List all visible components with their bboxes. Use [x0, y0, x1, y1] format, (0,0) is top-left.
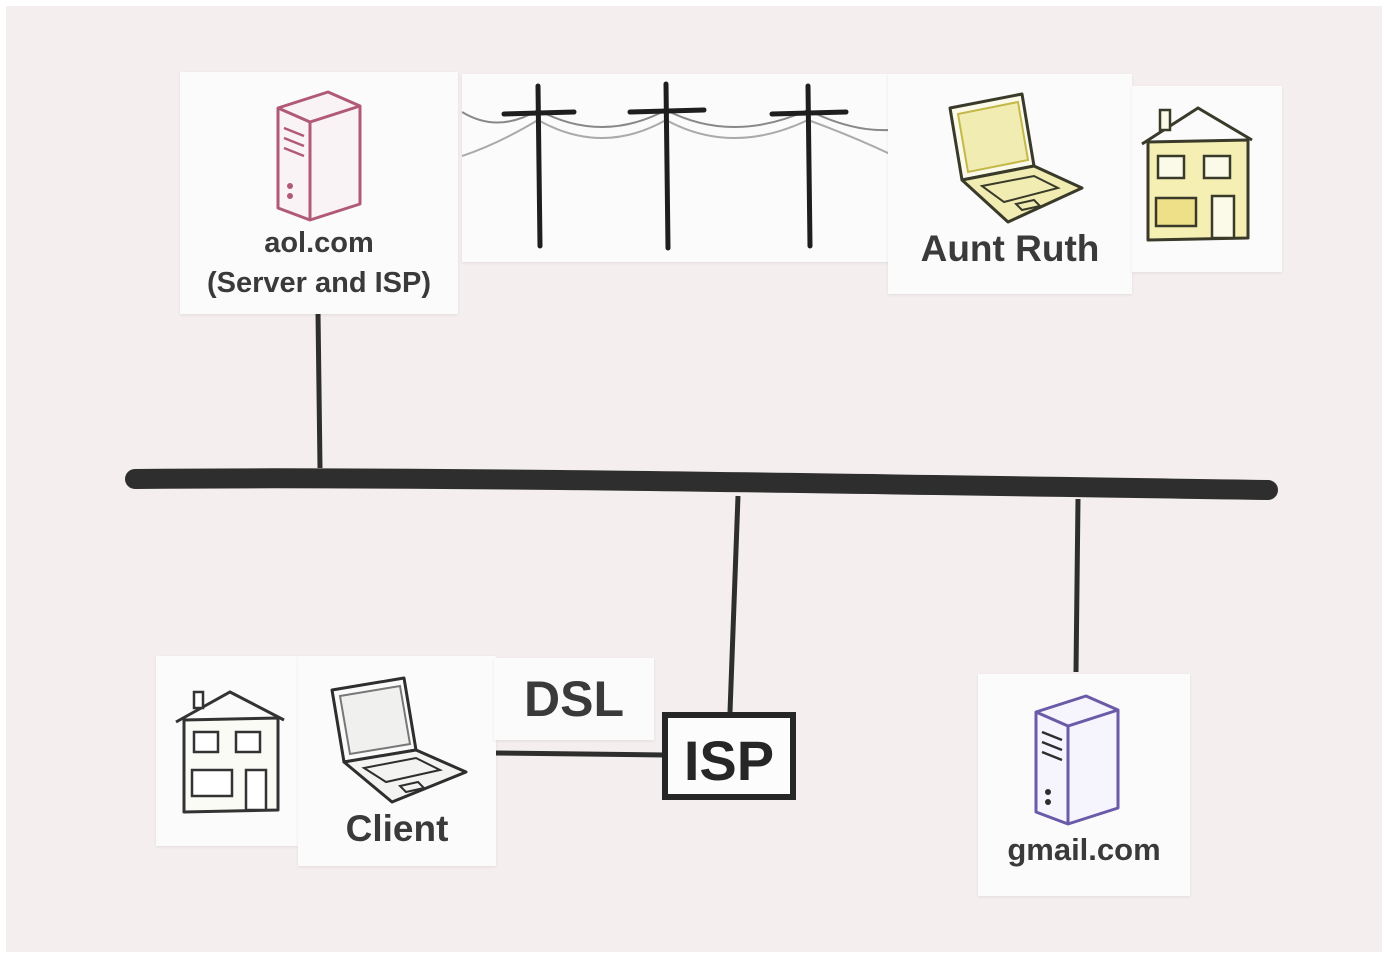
dsl-card: DSL: [494, 658, 654, 740]
utility-poles-icon: [462, 81, 890, 251]
aol-description: (Server and ISP): [206, 267, 432, 299]
house-icon: [175, 690, 285, 814]
server-icon: [276, 90, 362, 222]
isp-box: ISP: [662, 712, 796, 800]
client-house-card: [156, 656, 298, 846]
power-lines-card: [462, 74, 890, 262]
aunt-ruth-label: Aunt Ruth: [920, 228, 1100, 269]
client-label: Client: [345, 808, 449, 849]
gmail-link: [1073, 498, 1081, 673]
laptop-icon: [330, 676, 468, 804]
server-icon: [1034, 694, 1120, 826]
dsl-line: [495, 750, 665, 758]
aol-name: aol.com: [264, 227, 374, 259]
house-icon: [1141, 106, 1253, 242]
internet-backbone: [125, 468, 1278, 500]
laptop-icon: [948, 92, 1084, 224]
gmail-card: gmail.com: [978, 674, 1190, 896]
aunt-house-card: [1132, 86, 1282, 272]
aol-card: aol.com (Server and ISP): [180, 72, 458, 314]
gmail-label: gmail.com: [1007, 832, 1161, 867]
dsl-label: DSL: [524, 671, 624, 727]
aunt-ruth-card: Aunt Ruth: [888, 74, 1132, 294]
aol-link: [315, 311, 323, 469]
isp-uplink: [727, 495, 741, 713]
client-card: Client: [298, 656, 496, 866]
isp-label: ISP: [683, 729, 775, 792]
